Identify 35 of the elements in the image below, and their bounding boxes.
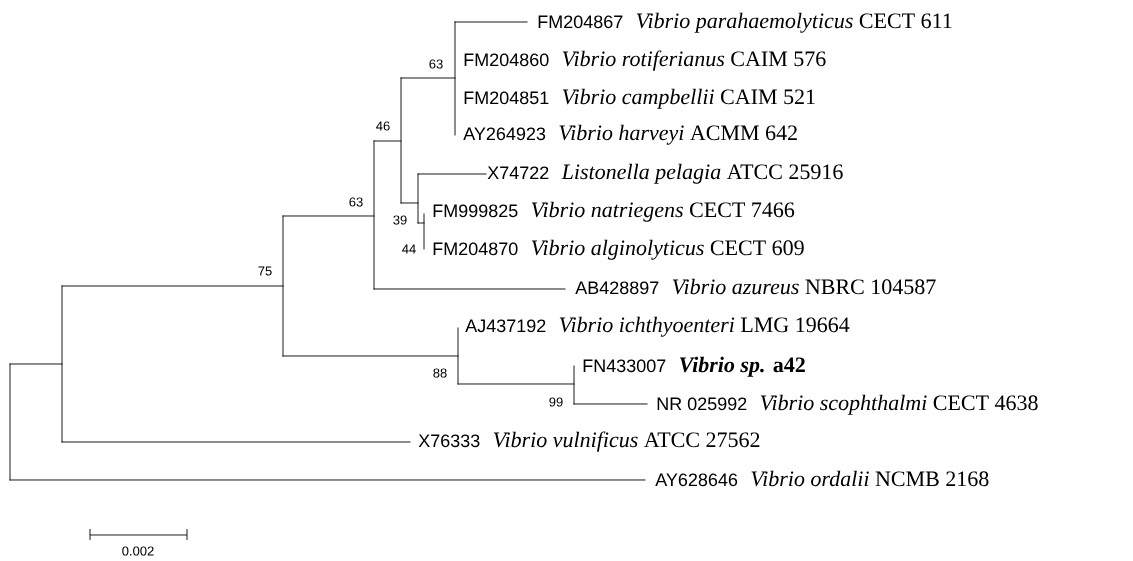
bootstrap-value: 75: [258, 266, 272, 276]
species-name: Vibrio sp. a42: [679, 356, 805, 377]
accession-number: FM204867: [538, 15, 623, 29]
species-name: Listonella pelagia ATCC 25916: [561, 163, 843, 184]
bootstrap-value: 63: [429, 59, 443, 69]
bootstrap-value: 63: [349, 197, 363, 207]
accession-number: FM204860: [464, 53, 549, 67]
species-name: Vibrio natriegens CECT 7466: [531, 201, 795, 222]
bootstrap-value: 46: [376, 121, 390, 131]
bootstrap-value: 39: [393, 215, 407, 225]
species-name: Vibrio vulnificus ATCC 27562: [493, 431, 760, 452]
accession-number: NR 025992: [657, 397, 747, 411]
accession-number: AY264923: [463, 127, 546, 141]
accession-number: FM999825: [433, 204, 518, 218]
scale-label: 0.002: [122, 546, 154, 556]
accession-number: X74722: [487, 166, 549, 179]
accession-number: FM204870: [433, 242, 518, 256]
accession-number: FN433007: [583, 359, 666, 373]
species-name: Vibrio harveyi ACMM 642: [559, 124, 797, 145]
species-name: Vibrio scophthalmi CECT 4638: [760, 394, 1038, 415]
accession-number: AY628646: [655, 473, 738, 487]
species-name: Vibrio rotiferianus CAIM 576: [562, 50, 826, 71]
species-name: Vibrio campbellii CAIM 521: [562, 88, 815, 109]
bootstrap-value: 99: [549, 397, 563, 407]
species-name: Vibrio ichthyoenteri LMG 19664: [559, 316, 850, 337]
accession-number: FM204851: [464, 91, 549, 105]
bootstrap-value: 88: [433, 368, 447, 378]
species-name: Vibrio ordalii NCMB 2168: [751, 470, 989, 487]
accession-number: AB428897: [575, 281, 659, 295]
accession-number: AJ437192: [465, 319, 546, 333]
accession-number: X76333: [418, 434, 480, 448]
species-name: Vibrio parahaemolyticus CECT 611: [636, 12, 952, 33]
bootstrap-value: 44: [402, 244, 416, 254]
species-name: Vibrio azureus NBRC 104587: [672, 278, 936, 295]
species-name: Vibrio alginolyticus CECT 609: [531, 239, 804, 260]
